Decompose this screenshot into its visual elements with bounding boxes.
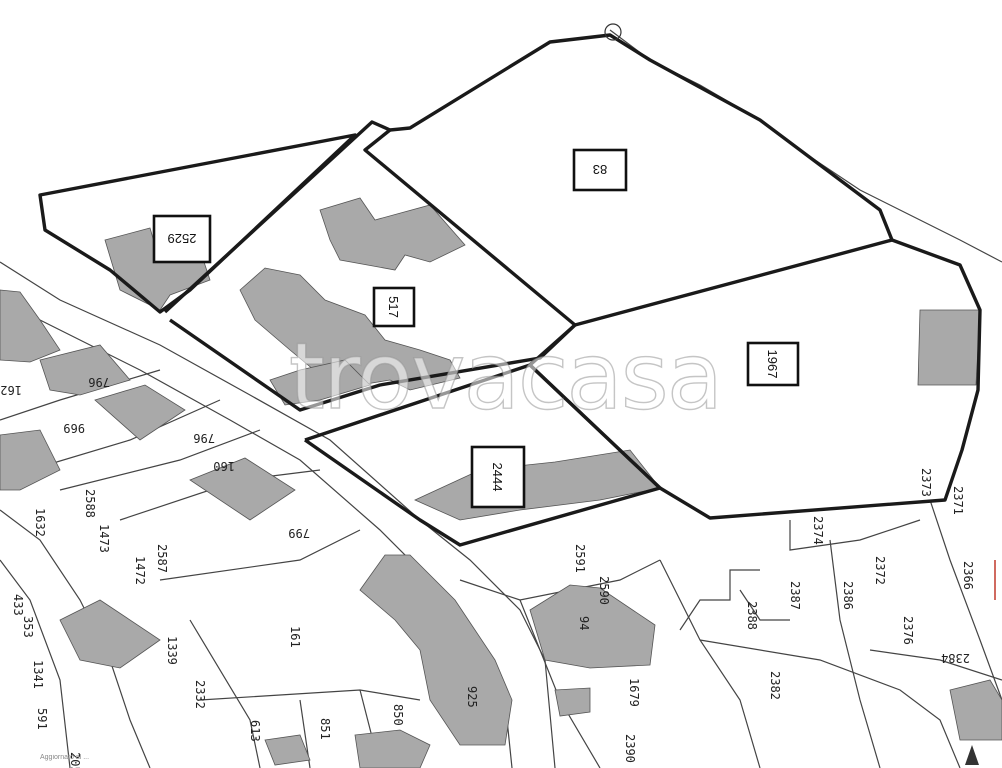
parcel-number: 2366	[961, 561, 975, 590]
parcel-number: 94	[577, 616, 591, 630]
parcel-numbers: 796 969 796 160 799 2587 161 1339 1341 5…	[0, 375, 975, 768]
parcel-517-text: 517	[386, 296, 401, 318]
parcel-number: 969	[63, 421, 85, 435]
parcel-label-83: 83	[572, 148, 628, 192]
parcel-number: 1626	[0, 383, 22, 397]
parcel-number: 1341	[31, 660, 45, 689]
parcel-number: 2374	[811, 516, 825, 545]
parcel-number: 433	[11, 594, 25, 616]
parcel-1967-text: 1967	[765, 350, 780, 379]
parcel-number: 1472	[133, 556, 147, 585]
parcel-number: 2591	[573, 544, 587, 573]
parcel-number: 2390	[623, 734, 637, 763]
parcel-number: 2373	[919, 468, 933, 497]
parcel-number: 1679	[627, 678, 641, 707]
parcel-number: 796	[88, 375, 110, 389]
parcel-label-2529: 2529	[152, 214, 212, 264]
parcel-number: 796	[193, 431, 215, 445]
parcel-2529-outline	[38, 133, 357, 314]
parcel-number: 2058	[68, 752, 82, 768]
parcel-number: 2384	[941, 651, 970, 665]
survey-point-icon	[604, 23, 622, 41]
parcel-number: 2372	[873, 556, 887, 585]
parcel-number: 2387	[788, 581, 802, 610]
footer-note: Aggiornato al ...	[40, 754, 90, 761]
parcel-83-text: 83	[593, 162, 607, 177]
parcel-number: 2388	[745, 601, 759, 630]
parcel-number: 799	[288, 526, 310, 540]
parcel-number: 1339	[165, 636, 179, 665]
parcel-number: 2371	[951, 486, 965, 515]
parcel-label-517: 517	[372, 286, 416, 328]
parcel-number: 591	[35, 708, 49, 730]
north-arrow-icon	[965, 745, 979, 765]
parcel-label-2444: 2444	[470, 445, 526, 509]
parcel-number: 161	[288, 626, 302, 648]
parcel-number: 1632	[33, 508, 47, 537]
parcel-number: 2590	[597, 576, 611, 605]
parcel-number: 613	[248, 720, 262, 742]
parcel-number: 1473	[97, 524, 111, 553]
highlighted-labels: 83 517 1967 2444 2529	[152, 148, 800, 509]
parcel-number: 925	[465, 686, 479, 708]
parcel-2444-outline	[304, 363, 662, 547]
parcel-number: 2332	[193, 680, 207, 709]
parcel-number: 2587	[155, 544, 169, 573]
highlighted-parcel-outlines	[38, 33, 982, 547]
parcel-number: 2588	[83, 489, 97, 518]
parcel-number: 851	[318, 718, 332, 740]
parcel-number: 353	[21, 616, 35, 638]
parcel-label-1967: 1967	[746, 341, 800, 387]
parcel-number: 160	[213, 459, 235, 473]
parcel-2444-text: 2444	[490, 463, 505, 492]
parcel-number: 850	[391, 704, 405, 726]
buildings	[0, 197, 1002, 768]
map-markers	[604, 23, 996, 765]
parcel-number: 2382	[768, 671, 782, 700]
parcel-number: 2386	[841, 581, 855, 610]
parcel-2529-text: 2529	[168, 231, 197, 246]
parcel-number: 2376	[901, 616, 915, 645]
parcel-83-outline	[389, 33, 894, 327]
